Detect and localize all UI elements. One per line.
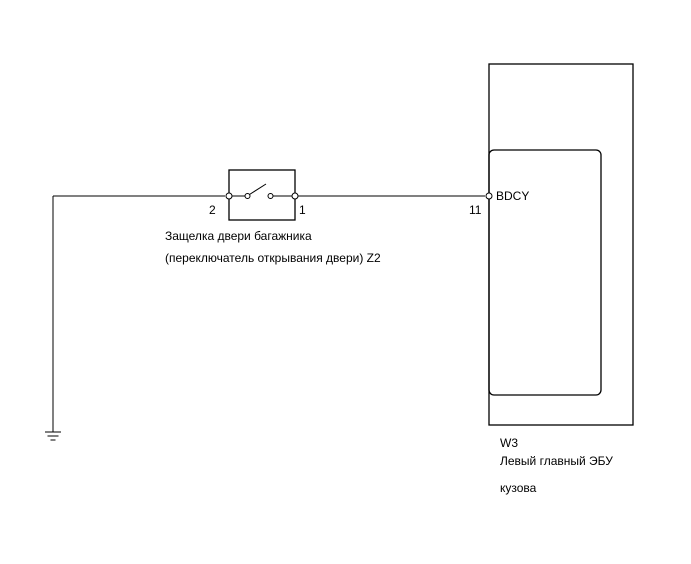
ecu-name-line1: Левый главный ЭБУ [500, 454, 613, 468]
ecu-outer-box [488, 63, 634, 426]
ecu-pin-11-terminal [485, 192, 493, 200]
ground-symbol [45, 196, 61, 441]
ecu-pin-number: 11 [469, 203, 482, 217]
switch-icon [229, 183, 295, 199]
ecu-connector-box [488, 149, 602, 396]
body-ecu: 11 BDCY W3 Левый главный ЭБУ кузова [469, 63, 634, 495]
switch-pin-2-label: 2 [209, 203, 216, 217]
switch-label-line2: (переключатель открывания двери) Z2 [165, 251, 381, 265]
door-latch-switch: 2 1 Защелка двери багажника (переключате… [165, 169, 381, 265]
switch-pin-1-terminal [291, 192, 299, 200]
ecu-code: W3 [500, 436, 518, 450]
switch-pin-2-terminal [225, 192, 233, 200]
switch-label-line1: Защелка двери багажника [165, 229, 312, 243]
ecu-name-line2: кузова [500, 481, 537, 495]
ecu-terminal-name: BDCY [496, 189, 529, 203]
switch-box [228, 169, 296, 221]
switch-pin-1-label: 1 [299, 203, 306, 217]
ground-icon [45, 431, 61, 441]
